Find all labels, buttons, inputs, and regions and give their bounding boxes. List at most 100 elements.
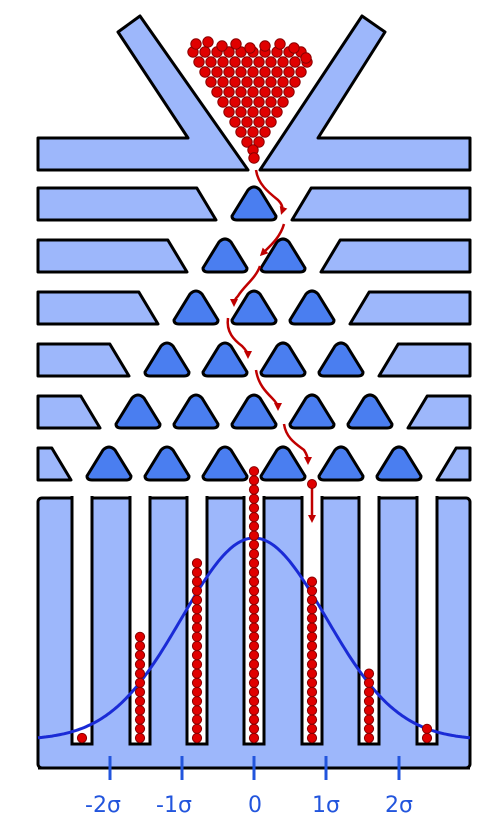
ball bbox=[363, 732, 375, 744]
ball bbox=[235, 126, 247, 138]
ball bbox=[271, 106, 283, 118]
ball bbox=[253, 116, 265, 128]
ball bbox=[248, 548, 260, 560]
axis-tick-0: 0 bbox=[248, 756, 262, 818]
peg bbox=[114, 393, 162, 430]
ball bbox=[306, 668, 318, 679]
funnel bbox=[36, 14, 472, 172]
ball bbox=[248, 650, 260, 661]
ball bbox=[241, 136, 253, 148]
ball bbox=[235, 86, 247, 98]
ball bbox=[277, 96, 289, 108]
left-rail-row-1 bbox=[36, 186, 218, 222]
ball bbox=[265, 96, 277, 108]
ball bbox=[248, 585, 260, 596]
peg bbox=[317, 341, 365, 378]
ball bbox=[191, 714, 203, 725]
right-rail-row-5 bbox=[406, 394, 472, 430]
ball bbox=[248, 521, 260, 532]
ball bbox=[265, 116, 277, 128]
hopper-balls bbox=[187, 36, 313, 164]
ball bbox=[289, 56, 301, 68]
ball-path-arrow bbox=[254, 169, 288, 215]
ball bbox=[306, 576, 318, 587]
ball-path-arrow bbox=[226, 317, 252, 359]
ball bbox=[229, 116, 241, 128]
ball bbox=[191, 668, 203, 679]
ball bbox=[363, 723, 375, 734]
ball bbox=[241, 56, 253, 68]
ball-path-arrow bbox=[230, 265, 262, 307]
bin-balls bbox=[76, 466, 433, 744]
ball bbox=[248, 493, 260, 504]
ball bbox=[248, 613, 260, 624]
axis-tick-2: 2σ bbox=[385, 756, 413, 818]
axis-tick-minus2: -2σ bbox=[85, 756, 121, 818]
ball bbox=[300, 52, 312, 64]
peg bbox=[375, 445, 423, 482]
peg bbox=[230, 393, 278, 430]
ball bbox=[217, 96, 229, 108]
ball bbox=[134, 705, 146, 716]
ball bbox=[134, 650, 146, 661]
ball bbox=[76, 732, 88, 744]
sigma-axis: -2σ -1σ 0 1σ 2σ bbox=[38, 756, 470, 818]
peg bbox=[201, 445, 249, 482]
ball bbox=[134, 659, 146, 670]
ball bbox=[223, 66, 235, 78]
ball bbox=[193, 56, 205, 68]
ball bbox=[248, 640, 260, 652]
ball bbox=[306, 723, 318, 734]
ball bbox=[191, 640, 203, 652]
left-rail-row-4 bbox=[36, 342, 131, 378]
ball bbox=[306, 677, 318, 688]
ball bbox=[248, 567, 260, 578]
ball-path-arrow bbox=[282, 423, 312, 465]
ball bbox=[248, 475, 260, 486]
ball bbox=[248, 152, 260, 164]
peg bbox=[317, 445, 365, 482]
ball bbox=[277, 76, 289, 88]
ball bbox=[306, 640, 318, 652]
ball bbox=[247, 106, 259, 118]
ball bbox=[191, 631, 203, 642]
ball bbox=[248, 696, 260, 707]
ball bbox=[259, 86, 271, 98]
axis-tick-label-minus2: -2σ bbox=[85, 793, 121, 818]
ball bbox=[191, 585, 203, 596]
ball bbox=[191, 677, 203, 688]
ball bbox=[202, 36, 214, 48]
ball bbox=[265, 76, 277, 88]
ball bbox=[223, 106, 235, 118]
ball bbox=[191, 558, 203, 569]
ball bbox=[306, 622, 318, 633]
ball bbox=[217, 76, 229, 88]
axis-tick-label-2: 2σ bbox=[385, 793, 413, 818]
peg bbox=[230, 289, 278, 326]
ball bbox=[248, 705, 260, 716]
ball bbox=[248, 502, 260, 514]
ball bbox=[134, 677, 146, 688]
ball bbox=[247, 126, 259, 138]
peg-field bbox=[36, 185, 472, 482]
ball bbox=[265, 56, 277, 68]
ball bbox=[306, 732, 318, 744]
ball bbox=[283, 86, 295, 98]
ball bbox=[199, 46, 211, 58]
ball bbox=[271, 66, 283, 78]
ball bbox=[248, 677, 260, 688]
ball bbox=[421, 732, 433, 744]
peg bbox=[143, 341, 191, 378]
ball bbox=[191, 705, 203, 716]
left-rail-row-3 bbox=[36, 290, 160, 326]
ball bbox=[306, 686, 318, 698]
ball bbox=[306, 650, 318, 661]
ball bbox=[244, 42, 256, 54]
ball-path bbox=[226, 169, 317, 523]
ball bbox=[248, 604, 260, 615]
ball bbox=[191, 622, 203, 633]
ball bbox=[274, 38, 286, 50]
ball bbox=[134, 640, 146, 652]
ball bbox=[191, 567, 203, 578]
ball bbox=[134, 668, 146, 679]
